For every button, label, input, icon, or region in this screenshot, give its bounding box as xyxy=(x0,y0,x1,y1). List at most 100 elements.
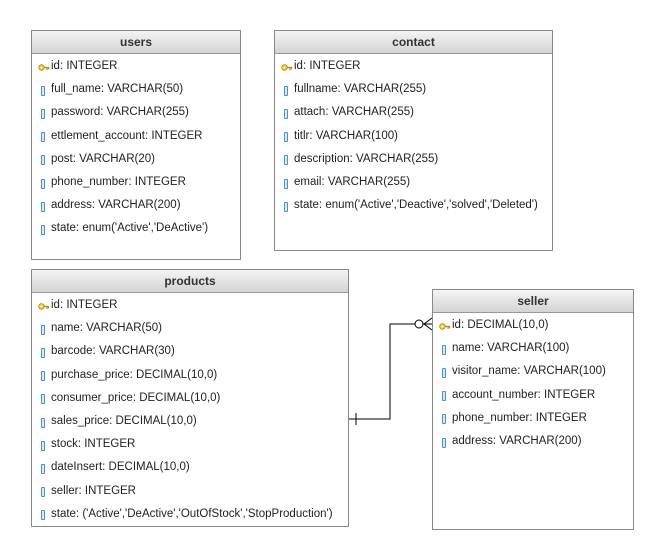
table-title: products xyxy=(32,270,348,293)
column-row[interactable]: sales_price: DECIMAL(10,0) xyxy=(32,410,348,433)
column-label: fullname: VARCHAR(255) xyxy=(294,83,427,96)
table-products[interactable]: products id: INTEGER name: VARCHAR(50) bar… xyxy=(31,269,349,527)
column-icon xyxy=(281,200,293,212)
column-icon xyxy=(38,416,50,428)
column-label: visitor_name: VARCHAR(100) xyxy=(452,365,606,378)
column-icon xyxy=(38,369,50,382)
key-icon xyxy=(281,61,293,73)
column-row[interactable]: ettlement_account: INTEGER xyxy=(32,125,240,148)
column-row[interactable]: id: INTEGER xyxy=(32,55,240,78)
column-row[interactable]: id: INTEGER xyxy=(32,294,348,317)
crow-foot-marker xyxy=(423,317,433,331)
column-icon xyxy=(38,153,50,166)
column-row[interactable]: attach: VARCHAR(255) xyxy=(275,101,552,124)
column-label: seller: INTEGER xyxy=(51,484,136,497)
key-icon xyxy=(439,320,451,332)
column-label: state: enum('Active','DeActive') xyxy=(51,222,209,235)
column-row[interactable]: fullname: VARCHAR(255) xyxy=(275,78,552,101)
column-icon xyxy=(38,223,50,235)
column-label: consumer_price: DECIMAL(10,0) xyxy=(51,391,221,404)
column-row[interactable]: phone_number: INTEGER xyxy=(32,171,240,194)
column-row[interactable]: id: INTEGER xyxy=(275,55,552,78)
column-label: description: VARCHAR(255) xyxy=(294,152,439,165)
column-label: post: VARCHAR(20) xyxy=(51,152,155,165)
column-label: id: INTEGER xyxy=(51,60,118,72)
column-label: id: INTEGER xyxy=(294,60,361,72)
column-row[interactable]: address: VARCHAR(200) xyxy=(32,194,240,217)
table-seller[interactable]: seller id: DECIMAL(10,0) name: VARCHAR(10… xyxy=(432,289,634,530)
column-row[interactable]: state: ('Active','DeActive','OutOfStock'… xyxy=(32,503,348,526)
column-row[interactable]: stock: INTEGER xyxy=(32,433,348,456)
relationship-line xyxy=(349,323,432,420)
column-icon xyxy=(38,462,50,474)
zero-marker xyxy=(414,319,424,329)
column-icon xyxy=(281,130,293,143)
column-label: stock: INTEGER xyxy=(51,438,136,451)
column-icon xyxy=(281,84,293,96)
column-icon xyxy=(38,508,50,521)
column-row[interactable]: post: VARCHAR(20) xyxy=(32,148,240,171)
column-label: barcode: VARCHAR(30) xyxy=(51,345,175,358)
column-icon xyxy=(281,177,293,189)
column-row[interactable]: phone_number: INTEGER xyxy=(433,407,633,430)
column-icon xyxy=(439,366,451,378)
column-row[interactable]: state: enum('Active','DeActive') xyxy=(32,217,240,240)
column-icon xyxy=(38,130,50,143)
column-label: full_name: VARCHAR(50) xyxy=(51,83,184,96)
column-label: titlr: VARCHAR(100) xyxy=(294,129,398,142)
table-title: contact xyxy=(275,31,552,54)
column-icon xyxy=(281,153,293,166)
column-icon xyxy=(38,84,50,96)
column-row[interactable]: titlr: VARCHAR(100) xyxy=(275,125,552,148)
table-contact[interactable]: contact id: INTEGER fullname: VARCHAR(255… xyxy=(274,30,553,251)
column-label: name: VARCHAR(50) xyxy=(51,322,162,335)
column-icon xyxy=(439,412,451,425)
column-row[interactable]: account_number: INTEGER xyxy=(433,384,633,407)
table-users[interactable]: users id: INTEGER full_name: VARCHAR(50) p… xyxy=(31,30,241,260)
column-label: account_number: INTEGER xyxy=(452,388,596,401)
column-icon xyxy=(38,439,50,451)
column-icon xyxy=(38,177,50,189)
column-icon xyxy=(38,485,50,498)
column-icon xyxy=(439,343,451,355)
column-label: state: ('Active','DeActive','OutOfStock'… xyxy=(51,507,333,520)
column-row[interactable]: barcode: VARCHAR(30) xyxy=(32,340,348,363)
column-row[interactable]: address: VARCHAR(200) xyxy=(433,430,633,453)
column-label: id: INTEGER xyxy=(51,299,118,311)
column-row[interactable]: name: VARCHAR(100) xyxy=(433,337,633,360)
table-title: users xyxy=(32,31,240,54)
table-title: seller xyxy=(433,290,633,313)
column-label: address: VARCHAR(200) xyxy=(452,434,582,447)
column-row[interactable]: password: VARCHAR(255) xyxy=(32,101,240,124)
column-icon xyxy=(281,107,293,119)
column-label: dateInsert: DECIMAL(10,0) xyxy=(51,461,190,474)
column-row[interactable]: seller: INTEGER xyxy=(32,480,348,503)
column-icon xyxy=(38,346,50,358)
column-label: name: VARCHAR(100) xyxy=(452,342,570,355)
column-label: sales_price: DECIMAL(10,0) xyxy=(51,414,197,427)
column-row[interactable]: consumer_price: DECIMAL(10,0) xyxy=(32,387,348,410)
column-row[interactable]: id: DECIMAL(10,0) xyxy=(433,314,633,337)
column-label: address: VARCHAR(200) xyxy=(51,199,181,212)
column-label: phone_number: INTEGER xyxy=(51,175,186,188)
column-row[interactable]: dateInsert: DECIMAL(10,0) xyxy=(32,456,348,479)
column-row[interactable]: name: VARCHAR(50) xyxy=(32,317,348,340)
column-row[interactable]: full_name: VARCHAR(50) xyxy=(32,78,240,101)
column-icon xyxy=(439,389,451,402)
column-icon xyxy=(439,436,451,448)
key-icon xyxy=(38,61,50,73)
column-label: id: DECIMAL(10,0) xyxy=(452,319,549,331)
column-row[interactable]: visitor_name: VARCHAR(100) xyxy=(433,360,633,383)
column-row[interactable]: description: VARCHAR(255) xyxy=(275,148,552,171)
column-label: state: enum('Active','Deactive','solved'… xyxy=(294,199,538,212)
column-icon xyxy=(38,107,50,119)
column-label: ettlement_account: INTEGER xyxy=(51,129,203,142)
column-row[interactable]: state: enum('Active','Deactive','solved'… xyxy=(275,194,552,217)
column-icon xyxy=(38,392,50,405)
column-row[interactable]: email: VARCHAR(255) xyxy=(275,171,552,194)
column-label: attach: VARCHAR(255) xyxy=(294,106,414,119)
column-label: purchase_price: DECIMAL(10,0) xyxy=(51,368,218,381)
column-icon xyxy=(38,200,50,212)
column-row[interactable]: purchase_price: DECIMAL(10,0) xyxy=(32,364,348,387)
